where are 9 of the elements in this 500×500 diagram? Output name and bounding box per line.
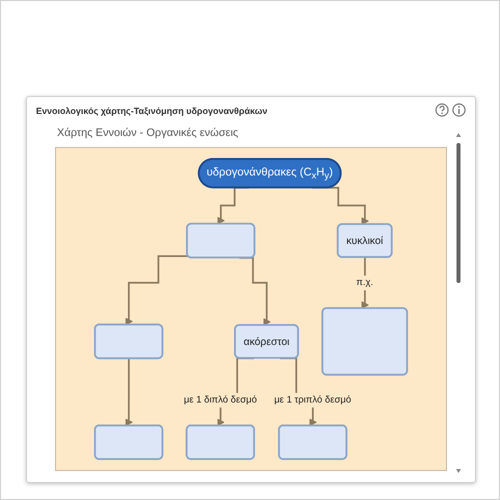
edge-label: π.χ. xyxy=(356,277,374,288)
window-title: Εννοιολογικός χάρτης-Ταξινόμηση υδρογονανθράκων xyxy=(36,106,268,116)
arrow xyxy=(125,358,133,426)
arrow xyxy=(361,256,369,309)
arrow xyxy=(312,186,369,225)
edge-label: με 1 διπλό δεσμό xyxy=(184,394,257,405)
arrow xyxy=(125,255,188,326)
subtitle: Χάρτης Εννοιών - Οργανικές ενώσεις xyxy=(57,127,238,139)
arrow xyxy=(217,186,249,224)
